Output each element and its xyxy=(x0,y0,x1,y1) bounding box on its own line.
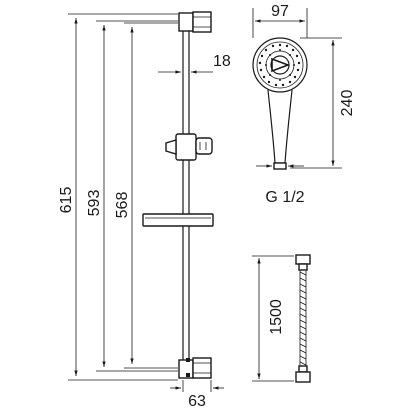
shower-head-outer xyxy=(252,37,308,93)
dimension-1500-label: 1500 xyxy=(268,299,285,335)
dimension-240: 240 xyxy=(290,37,356,169)
dimension-18: 18 xyxy=(158,53,231,74)
dimension-615-label: 615 xyxy=(58,187,75,214)
thread-label: G 1/2 xyxy=(265,189,304,206)
slide-rail-assembly xyxy=(142,11,214,379)
dimension-615: 615 xyxy=(58,13,178,381)
shower-handle xyxy=(267,89,293,164)
dimension-97: 97 xyxy=(252,3,308,38)
dimension-568: 568 xyxy=(114,22,178,369)
dimension-568-label: 568 xyxy=(114,192,131,219)
hand-shower xyxy=(252,37,308,170)
top-wall-bracket xyxy=(178,11,212,33)
thread-connector xyxy=(273,162,287,170)
shower-hose xyxy=(295,254,311,383)
hose-bottom-nut xyxy=(295,371,311,383)
slider-holder xyxy=(165,133,213,161)
center-emblem-icon xyxy=(271,57,291,73)
soap-dish xyxy=(142,213,214,227)
dimension-97-label: 97 xyxy=(271,3,289,20)
dimension-1500: 1500 xyxy=(252,255,294,382)
thread-callout: G 1/2 xyxy=(256,164,305,206)
dimension-593: 593 xyxy=(86,20,178,372)
hose-top-nut xyxy=(295,254,311,265)
dimension-18-label: 18 xyxy=(213,53,231,70)
dimension-593-label: 593 xyxy=(86,190,103,217)
bottom-wall-bracket xyxy=(178,357,212,379)
dimension-240-label: 240 xyxy=(339,90,356,117)
dimension-63-label: 63 xyxy=(188,393,206,410)
spray-nozzles xyxy=(258,43,301,87)
dimension-63: 63 xyxy=(170,380,224,410)
